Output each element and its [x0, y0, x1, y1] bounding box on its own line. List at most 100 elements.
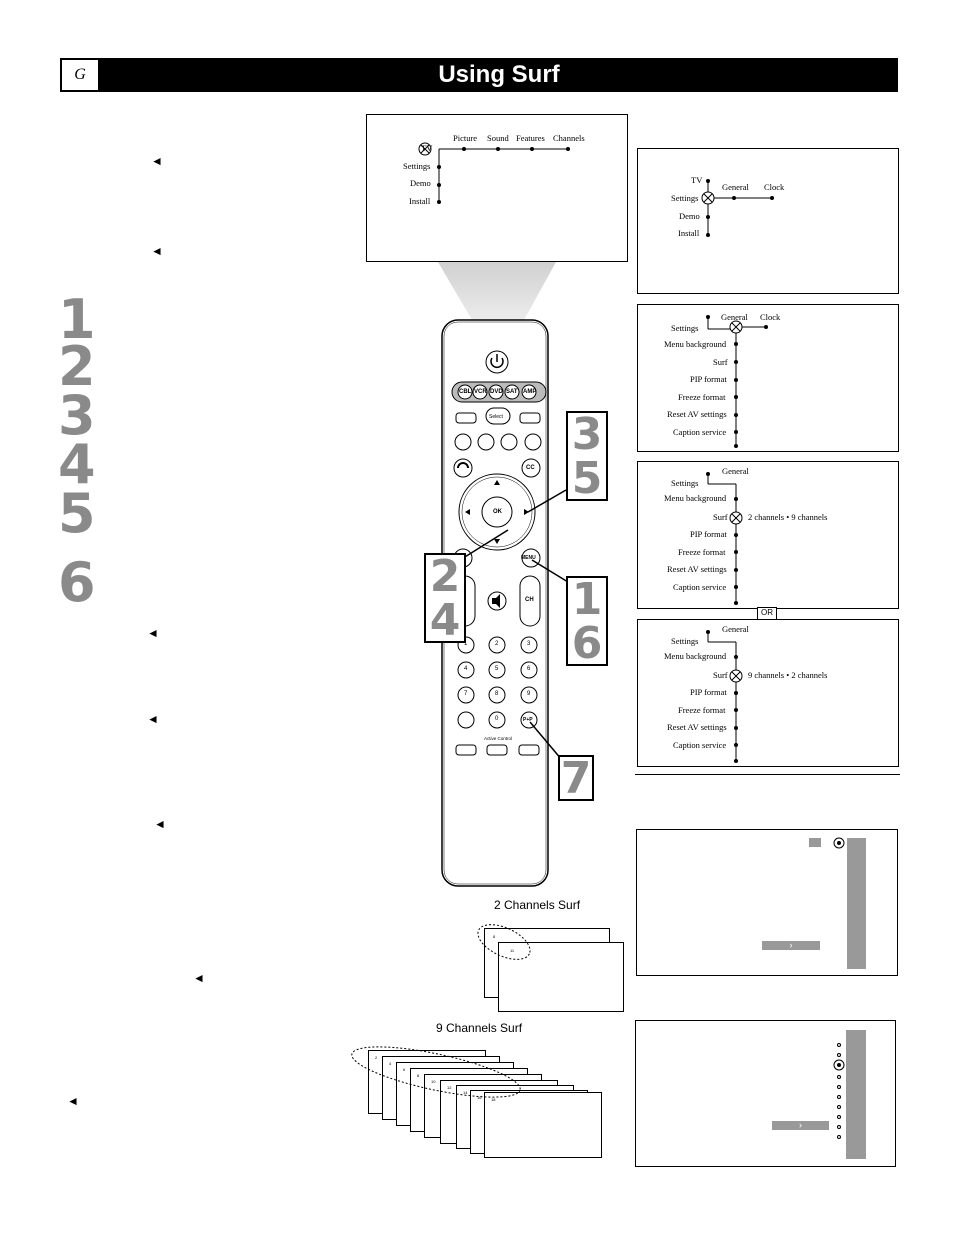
number-button-5[interactable]: 5: [495, 666, 499, 672]
arrow-left-icon: ◄: [67, 1094, 79, 1108]
pp-button[interactable]: P+P: [523, 717, 533, 723]
number-button-9[interactable]: 9: [527, 691, 531, 697]
menu-item-install: Install: [409, 196, 431, 206]
surf-options: 2 channels • 9 channels: [748, 512, 828, 522]
channel-number: 14: [463, 1090, 468, 1095]
surf-menu-screen-a: General Settings Menu background Surf PI…: [637, 461, 899, 609]
number-button-4[interactable]: 4: [464, 666, 468, 672]
settings-menu-screen: TV Settings Demo Install General Clock: [637, 148, 899, 294]
nine-channels-caption: 9 Channels Surf: [436, 1021, 523, 1035]
number-button-2[interactable]: 2: [495, 641, 499, 647]
menu-item-clock: Clock: [760, 312, 781, 322]
surf-list-dots: [833, 1043, 845, 1139]
channel-number: 11: [510, 948, 515, 953]
menu-item-surf: Surf: [713, 357, 728, 367]
surf-next-button[interactable]: ›: [762, 941, 820, 950]
menu-item-pip-format: PIP format: [690, 529, 727, 539]
menu-item-caption-service: Caption service: [673, 427, 727, 437]
channel-number: 10: [431, 1079, 436, 1084]
menu-item-freeze-format: Freeze format: [678, 705, 726, 715]
menu-item-general: General: [722, 182, 749, 192]
number-button-0[interactable]: 0: [495, 716, 499, 722]
callout-step-7: 7: [558, 755, 594, 801]
ok-button[interactable]: OK: [493, 509, 502, 515]
menu-tree-lines: [706, 472, 743, 605]
number-button-7[interactable]: 7: [464, 691, 468, 697]
menu-item-demo: Demo: [410, 178, 431, 188]
section-letter: G: [62, 60, 98, 90]
channel-number: 4: [389, 1061, 392, 1066]
menu-item-reset-av: Reset AV settings: [667, 722, 727, 732]
surf-options: 9 channels • 2 channels: [748, 670, 828, 680]
surf-channel-block: [809, 838, 821, 847]
cc-button[interactable]: CC: [526, 465, 535, 471]
menu-item-menu-background: Menu background: [664, 493, 727, 503]
menu-item-tv: TV: [691, 175, 703, 185]
channel-number: 18: [491, 1097, 496, 1102]
surf-list-screen-2: ›: [635, 1020, 896, 1167]
ch-button[interactable]: CH: [525, 597, 534, 603]
number-button-6[interactable]: 6: [527, 666, 531, 672]
channel-number: 2: [375, 1055, 378, 1060]
menu-item-picture: Picture: [453, 133, 478, 143]
surf-menu-screen-b: General Settings Menu background Surf PI…: [637, 619, 899, 767]
surf-next-button[interactable]: ›: [772, 1121, 829, 1130]
amp-button[interactable]: AMP: [523, 389, 537, 395]
dvd-button[interactable]: DVD: [490, 389, 503, 395]
surf-loop-arrow: [477, 924, 531, 960]
menu-item-general: General: [722, 466, 749, 476]
navigation-icon: [833, 837, 845, 849]
screen-beam: [438, 262, 556, 320]
vcr-button[interactable]: VCR: [474, 389, 487, 395]
number-button-3[interactable]: 3: [527, 641, 531, 647]
remote-control: [441, 319, 549, 887]
menu-item-pip-format: PIP format: [690, 687, 727, 697]
menu-item-general: General: [722, 624, 749, 634]
select-button[interactable]: Select: [489, 414, 503, 420]
tv-menu-screen: TV Settings Demo Install Picture Sound F…: [366, 114, 628, 262]
menu-item-menu-background: Menu background: [664, 339, 727, 349]
number-button-8[interactable]: 8: [495, 691, 499, 697]
menu-item-pip-format: PIP format: [690, 374, 727, 384]
two-channels-caption: 2 Channels Surf: [494, 898, 581, 912]
sat-button[interactable]: SAT: [506, 389, 518, 395]
menu-item-settings: Settings: [671, 193, 699, 203]
step-number: 2: [58, 335, 96, 398]
menu-item-settings: Settings: [671, 323, 699, 333]
menu-item-surf: Surf: [713, 512, 728, 522]
cbl-button[interactable]: CBL: [459, 389, 472, 395]
general-menu-screen: General Clock Settings Menu background S…: [637, 304, 899, 452]
menu-tree-lines: [701, 179, 774, 237]
menu-button[interactable]: MENU: [521, 555, 536, 561]
menu-item-demo: Demo: [679, 211, 700, 221]
channel-number: 8: [417, 1073, 420, 1078]
step-number: 3: [58, 384, 96, 447]
step-number: 5: [58, 482, 96, 545]
or-label: OR: [757, 607, 777, 620]
callout-steps-2-4: 2 4: [424, 553, 466, 643]
menu-item-sound: Sound: [487, 133, 509, 143]
menu-item-freeze-format: Freeze format: [678, 547, 726, 557]
arrow-left-icon: ◄: [151, 244, 163, 258]
number-button-1[interactable]: 1: [464, 641, 468, 647]
active-control-label: Active Control: [484, 736, 513, 741]
callout-pointers: [459, 489, 569, 761]
surf-screen: 18: [484, 1092, 602, 1158]
menu-item-freeze-format: Freeze format: [678, 392, 726, 402]
arrow-left-icon: ◄: [151, 154, 163, 168]
surf-list-panel: [846, 1030, 866, 1159]
surf-loop-arrow: [351, 1046, 521, 1098]
header-bar: [60, 58, 898, 92]
menu-item-reset-av: Reset AV settings: [667, 564, 727, 574]
menu-item-reset-av: Reset AV settings: [667, 409, 727, 419]
channel-number: 16: [477, 1095, 482, 1100]
channel-number: 8: [493, 934, 496, 939]
menu-tree-lines: [418, 142, 570, 204]
divider: [635, 774, 900, 775]
page-title: Using Surf: [438, 61, 560, 88]
menu-item-general: General: [721, 312, 748, 322]
surf-list-screen-1: ›: [636, 829, 898, 976]
menu-tree-lines: [706, 630, 743, 763]
step-number: 6: [58, 551, 96, 614]
menu-tree-lines: [706, 315, 768, 448]
